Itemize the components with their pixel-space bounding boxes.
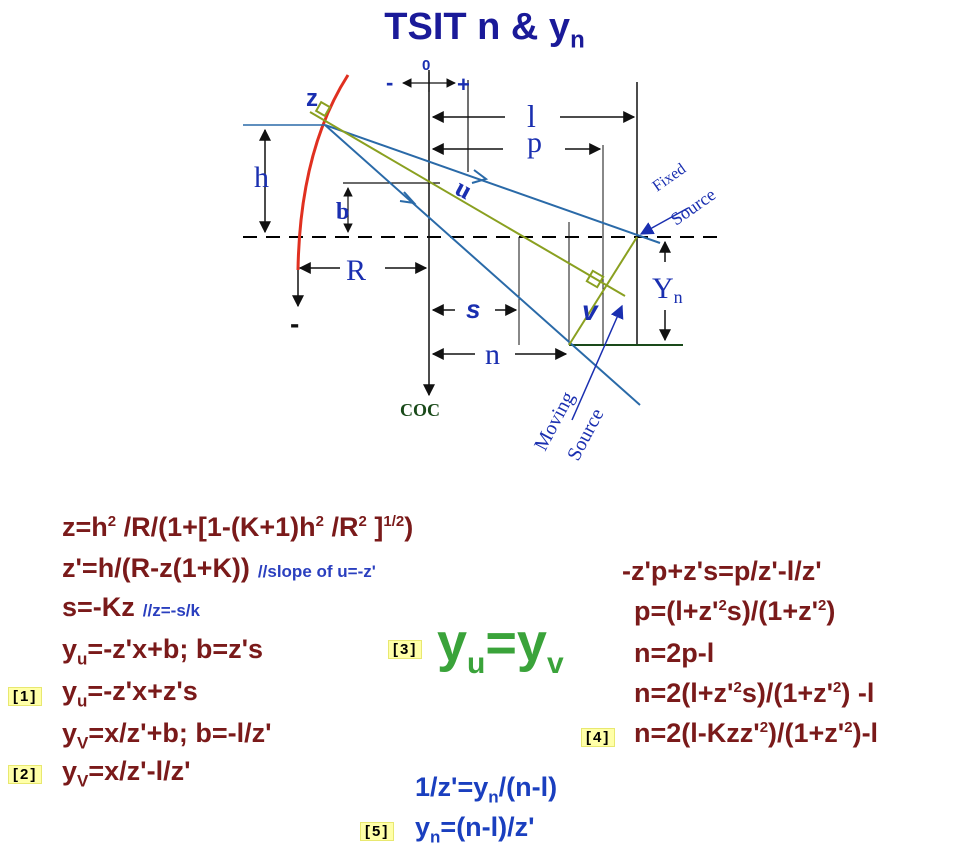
label-n: n [485,338,500,371]
moving-source-pointer [571,304,624,421]
equation-zprime: z'=h/(R-z(1+K))//slope of u=-z' [62,553,376,583]
equation-yn: yn=(n-l)/z' [415,812,535,847]
tag-1: [1] [8,687,43,706]
label-b: b [336,199,349,225]
label-Y: Yn [652,272,683,307]
tag-3: [3] [388,640,423,659]
mirror-curve [296,74,350,271]
tag-4: [4] [581,728,616,747]
fixed-source-pointer [639,207,689,235]
ray-to-fixed [324,124,661,244]
label-s: s [466,294,480,324]
equation-yu-b: yu=-z'x+b; b=z's [62,634,264,669]
tag-5: [5] [360,822,395,841]
equation-yv: yV=x/z'-l/z' [62,756,191,791]
equation-inverse-slope: 1/z'=yn/(n-l) [415,772,558,807]
right-angle-mark [585,269,605,289]
label-z: z [306,85,318,112]
normal-to-moving [568,236,638,346]
ray-arrow-1 [471,169,489,184]
label-plus-dir: + [457,72,470,97]
normal-line [309,111,626,297]
label-minus-dir: - [386,70,393,95]
ray-steep [324,124,641,406]
equation-s: s=-Kz//z=-s/k [62,592,200,622]
label-v: v [582,295,599,326]
label-zero: 0 [422,57,430,74]
ray-arrow-2 [399,191,417,205]
equation-yu-equals-yv: yu=yv [437,613,564,680]
label-fixed: Fixed [650,160,690,195]
label-coc: COC [400,400,440,420]
s-note: //z=-s/k [142,601,200,620]
equation-n-expanded: n=2(l+z'2s)/(1+z'2) -l [634,678,875,708]
label-p: p [527,126,542,159]
label-minus: - [290,308,299,339]
equation-z: z=h2 /R/(1+[1-(K+1)h2 /R2 ]1/2) [62,512,414,542]
slope-note: //slope of u=-z' [257,562,376,581]
equation-n-final: n=2(l-Kzz'2)/(1+z'2)-l [634,718,879,748]
tag-2: [2] [8,765,43,784]
label-l: l [527,98,536,134]
right-angle-mark-z [314,100,332,118]
tsit-diagram: z 0 - + l p h b u R s n v Yn - COC Fixed… [243,57,724,464]
page-title: TSIT n & yn [384,6,585,54]
label-R: R [346,254,366,287]
label-fixed-source: Source [667,184,719,229]
equation-yu: yu=-z'x+z's [62,676,198,711]
label-mu: u [451,173,477,205]
equation-right-1: -z'p+z's=p/z'-l/z' [622,556,822,586]
equation-yv-b: yV=x/z'+b; b=-l/z' [62,718,272,753]
equation-n-2p: n=2p-l [634,638,715,668]
equation-p: p=(l+z'2s)/(1+z'2) [634,596,836,626]
label-h: h [254,161,269,194]
